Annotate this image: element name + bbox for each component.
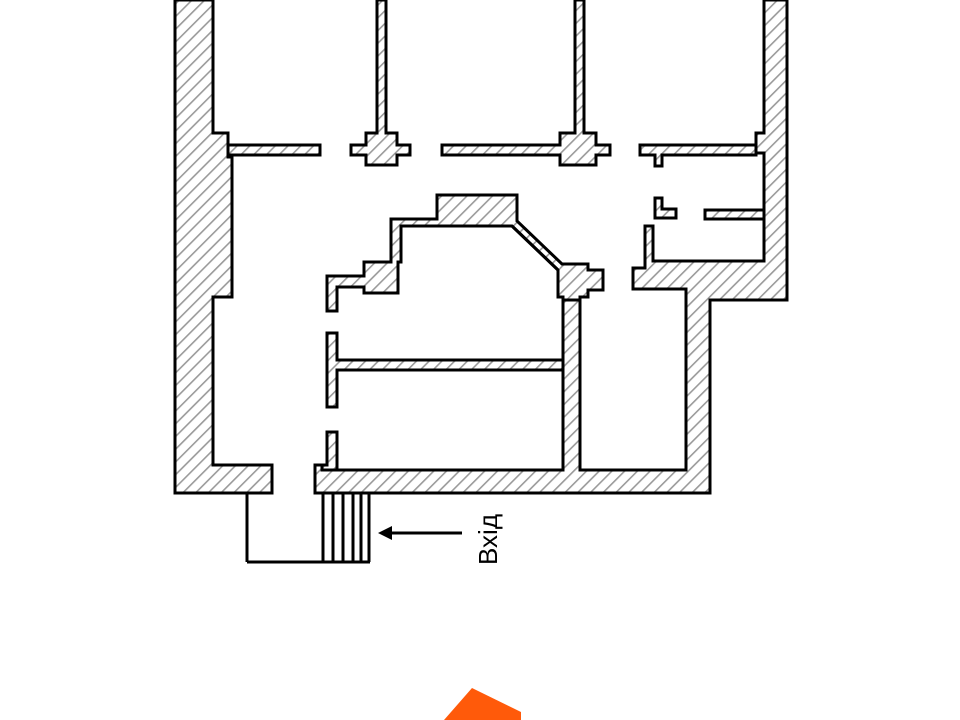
partition-wall-1 xyxy=(226,143,322,157)
partition-wall-3 xyxy=(638,143,758,168)
entrance-label: Вхід xyxy=(473,514,503,565)
column-1 xyxy=(349,0,412,167)
orange-marker xyxy=(444,688,521,720)
partition-wall-4 xyxy=(703,208,766,221)
central-wall xyxy=(325,193,605,313)
entrance-steps xyxy=(245,493,371,564)
stub-wall xyxy=(653,196,678,220)
door-jamb xyxy=(320,430,339,472)
right-outer-wall xyxy=(313,0,789,495)
partition-wall-5 xyxy=(325,331,565,409)
entrance-arrow-icon xyxy=(378,526,462,540)
diagonal-inner-line xyxy=(510,224,560,272)
outer-wall xyxy=(173,0,274,495)
column-2 xyxy=(440,0,612,167)
